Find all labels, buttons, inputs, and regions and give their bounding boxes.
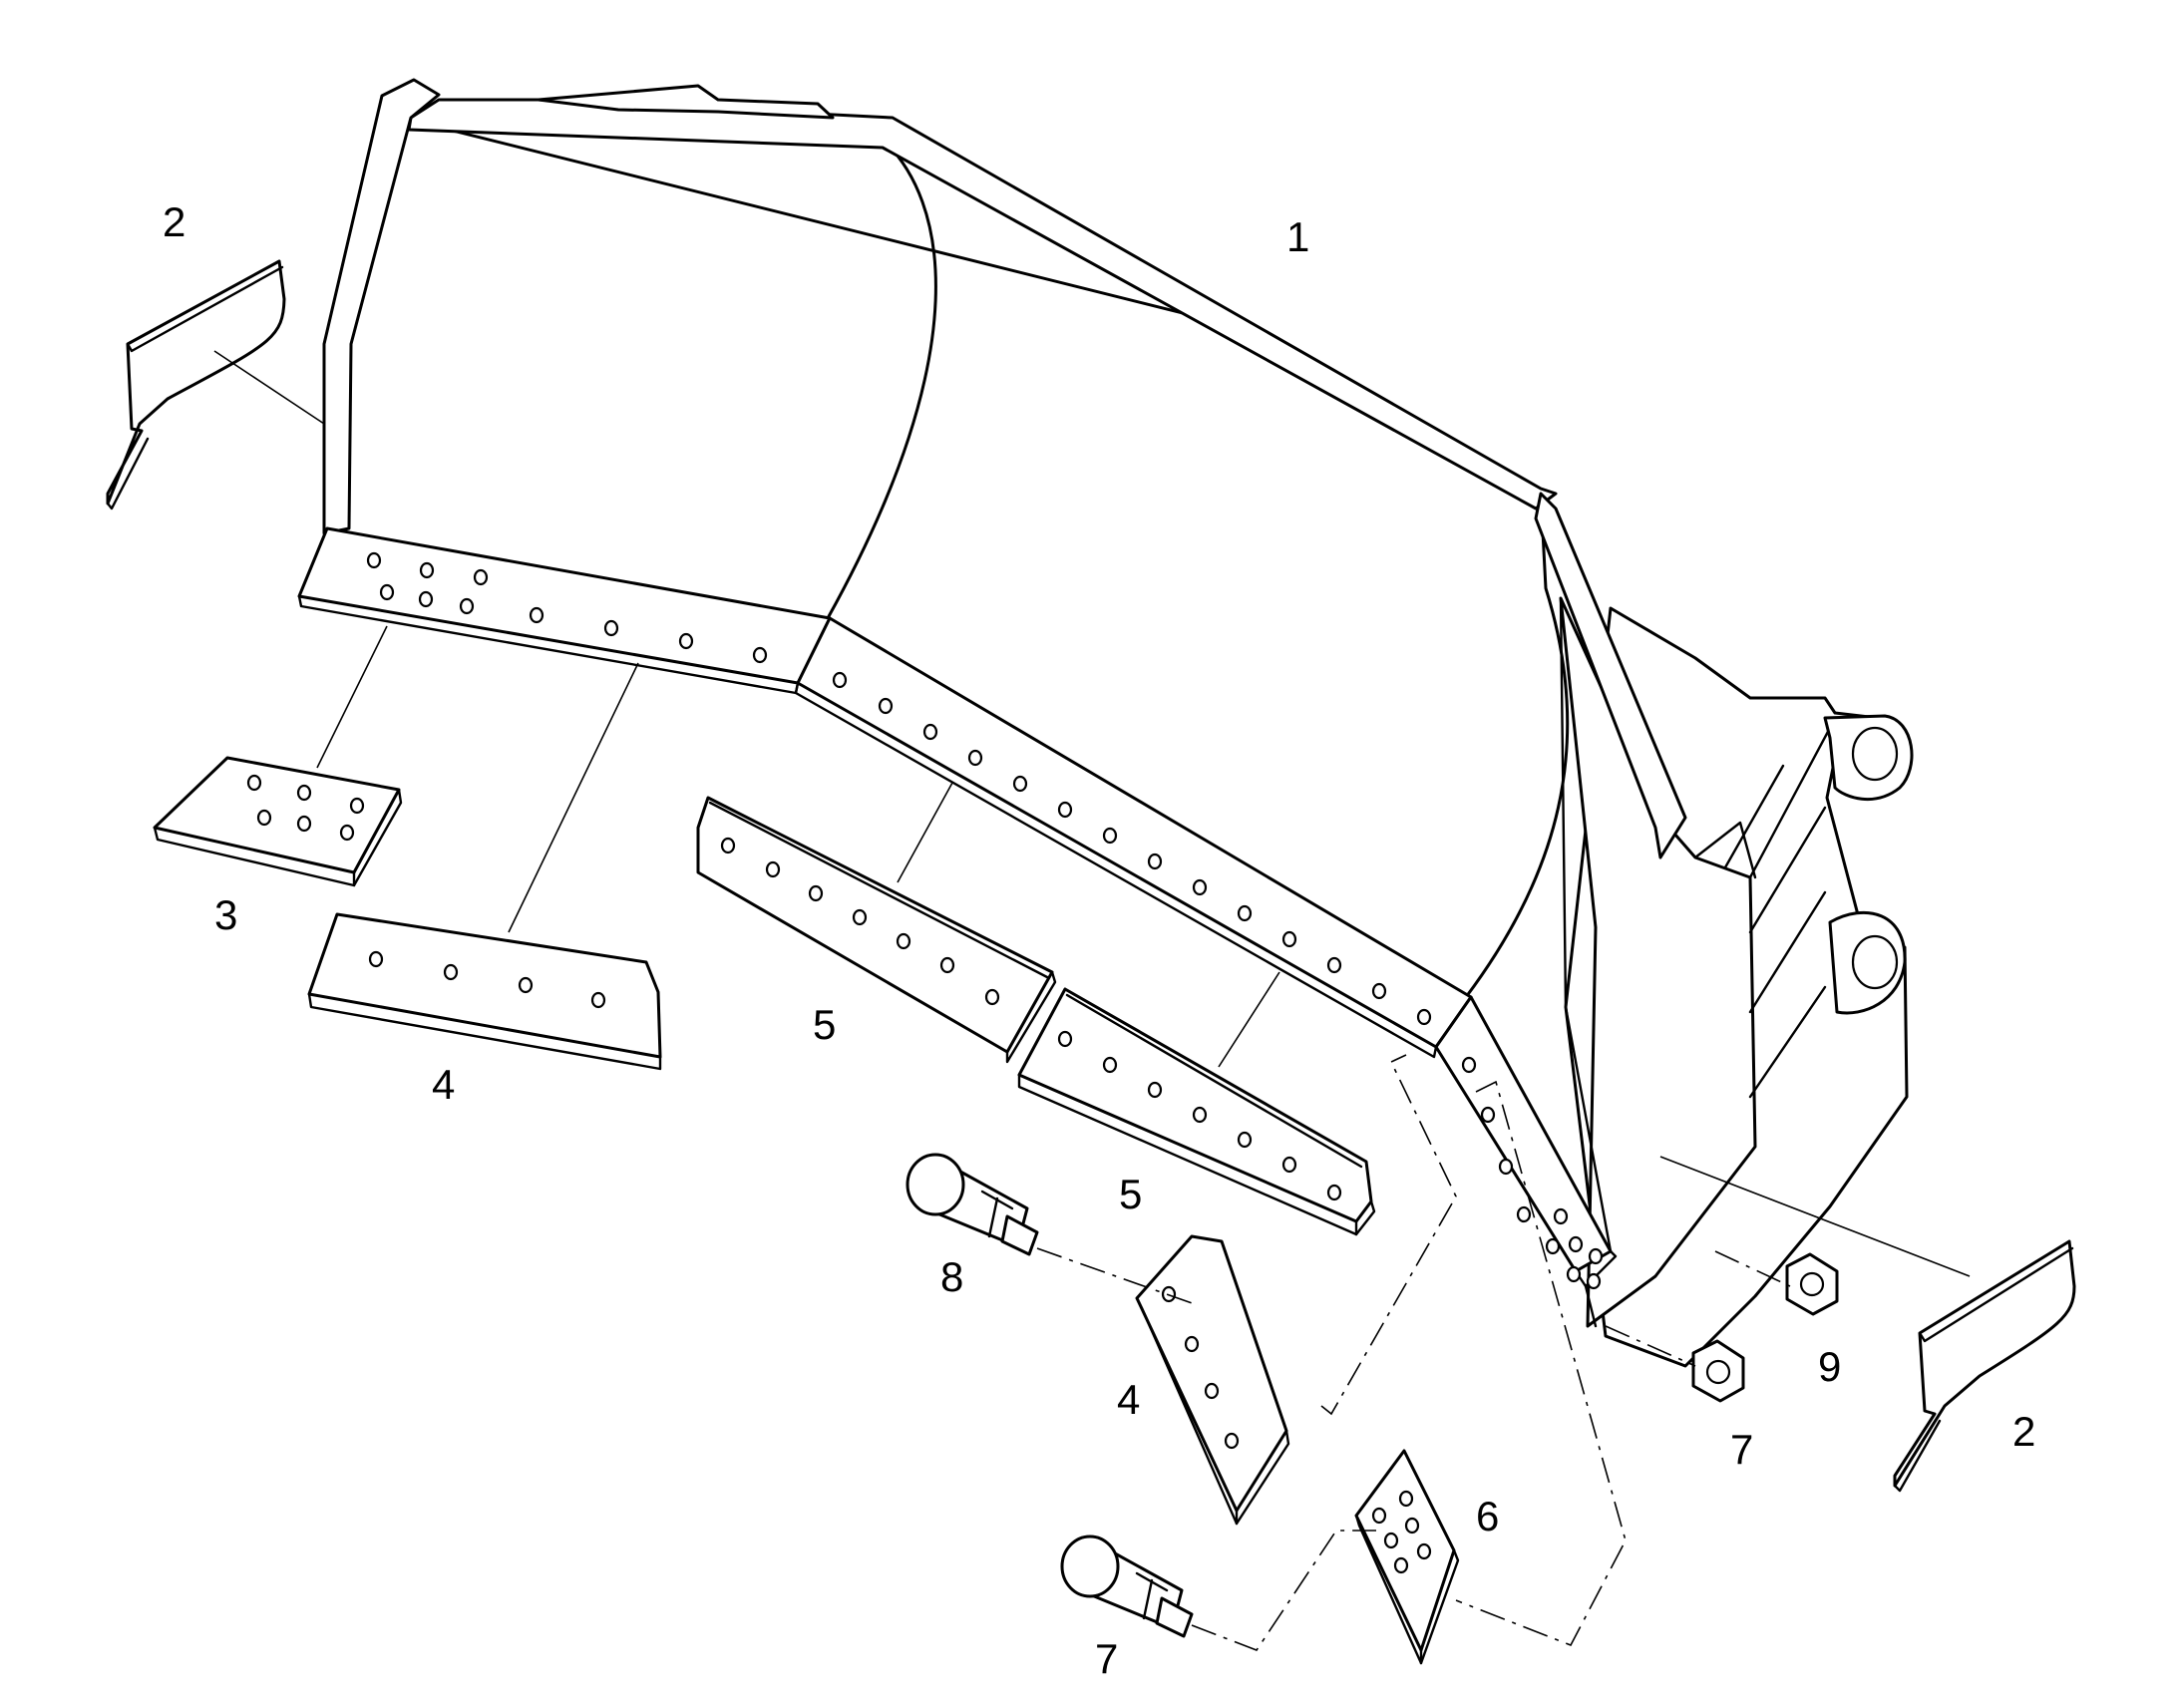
blade-moldboard-face	[407, 118, 1570, 999]
callout-7-bolt: 7	[1095, 1635, 1118, 1682]
callout-1: 1	[1286, 213, 1309, 260]
callout-7-nut: 7	[1730, 1426, 1753, 1473]
cutting-edge-center-right	[1017, 987, 1376, 1236]
hex-nut-upper	[1785, 1252, 1839, 1316]
blade-base-edge-left	[297, 526, 832, 685]
assembly-dash-lines	[1036, 1054, 1791, 1651]
callout-8: 8	[940, 1253, 963, 1300]
callout-6: 6	[1476, 1493, 1499, 1539]
callout-4-right: 4	[1117, 1376, 1140, 1423]
callout-9: 9	[1818, 1343, 1841, 1390]
lift-lug-upper-hole	[1851, 726, 1899, 782]
end-corner-plate	[1354, 1449, 1460, 1665]
callout-2-right: 2	[2012, 1408, 2035, 1455]
blade-mounting-holes	[366, 551, 1604, 1290]
end-bit-left	[106, 259, 286, 511]
callout-5-left: 5	[813, 1001, 836, 1048]
plow-bolt-lower	[1060, 1535, 1194, 1638]
blade-end-plate-left	[322, 78, 441, 535]
callout-3: 3	[214, 891, 237, 938]
cutting-edge-center-left	[696, 796, 1057, 1064]
cutting-edge-left	[307, 912, 662, 1071]
end-bit-right	[1893, 1239, 2076, 1493]
callout-2-left: 2	[163, 198, 185, 245]
corner-plate	[153, 756, 403, 887]
lift-lug-lower-hole	[1851, 934, 1899, 990]
callout-labels: 1 2 2 3 4 4 5 5 6 7 7 8 9	[163, 198, 2035, 1682]
callout-4-left: 4	[432, 1061, 455, 1108]
plow-bolt-upper	[906, 1153, 1039, 1256]
blade-moldboard	[297, 78, 1914, 1368]
blade-top-flange	[407, 98, 1558, 511]
cutting-edge-right	[1135, 1234, 1290, 1526]
callout-5-right: 5	[1119, 1171, 1142, 1217]
leader-lines	[213, 350, 1971, 1277]
hex-nut-lower	[1691, 1339, 1745, 1403]
